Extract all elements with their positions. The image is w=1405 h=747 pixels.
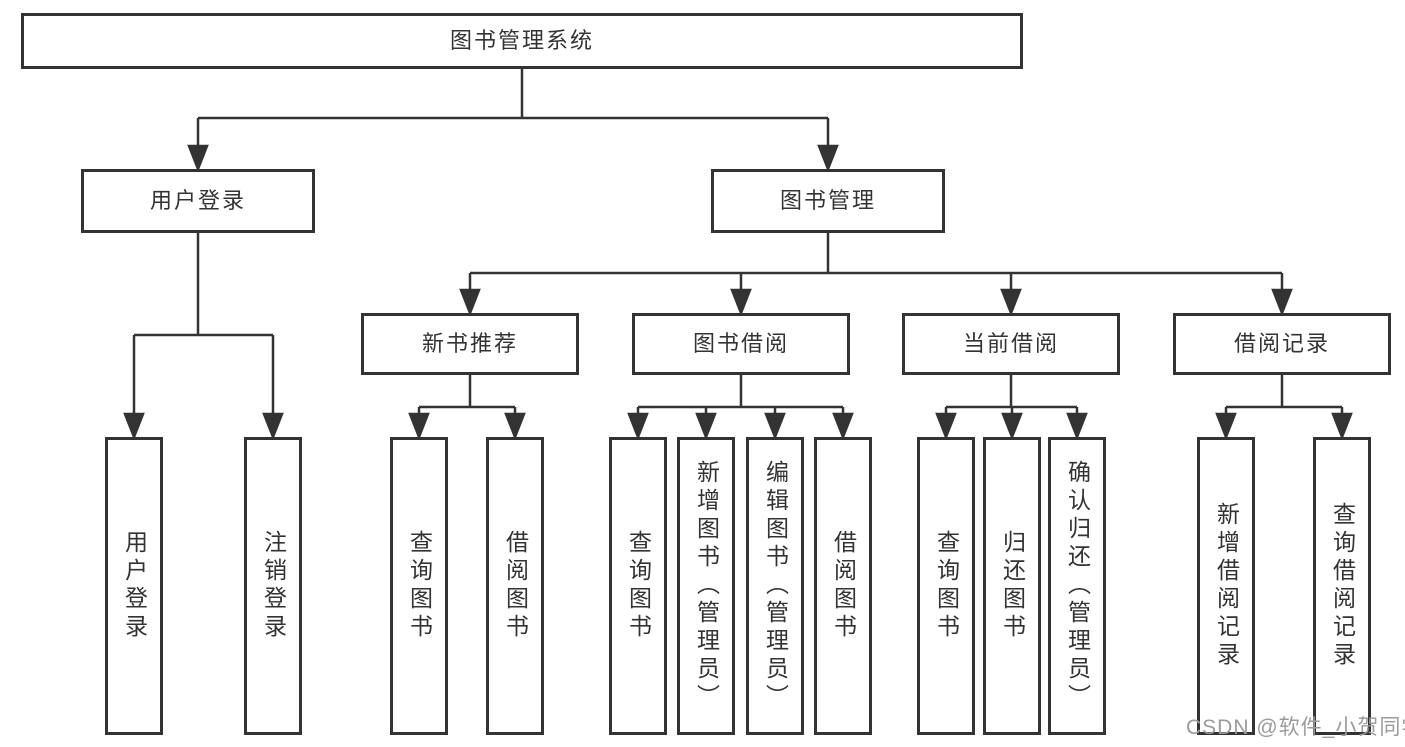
node-root-library-system: 图书管理系统 — [21, 13, 1023, 69]
arrowhead — [764, 412, 786, 441]
node-new-book-recommend: 新书推荐 — [361, 313, 579, 375]
leaf-current-confirm-return-admin: 确认归还（管理员） — [1048, 437, 1106, 735]
arrowhead — [123, 412, 145, 441]
leaf-newbook-borrow-books: 借阅图书 — [486, 437, 544, 735]
leaf-logout: 注销登录 — [244, 437, 302, 735]
leaf-newbook-query-books: 查询图书 — [390, 437, 448, 735]
arrowhead — [408, 412, 430, 441]
arrowhead — [504, 412, 526, 441]
arrowhead — [627, 412, 649, 441]
arrowhead — [459, 288, 481, 317]
leaf-borrow-borrow-books: 借阅图书 — [814, 437, 872, 735]
node-book-borrowing: 图书借阅 — [632, 313, 850, 375]
arrowhead — [695, 412, 717, 441]
leaf-borrow-add-books-admin: 新增图书（管理员） — [677, 437, 735, 735]
node-borrowing-records: 借阅记录 — [1173, 313, 1391, 375]
arrowhead — [1331, 412, 1353, 441]
node-user-login-module: 用户登录 — [81, 169, 315, 233]
leaf-borrow-edit-books-admin: 编辑图书（管理员） — [746, 437, 804, 735]
leaf-record-add-borrow-record: 新增借阅记录 — [1197, 437, 1255, 735]
leaf-borrow-query-books: 查询图书 — [609, 437, 667, 735]
arrowhead — [832, 412, 854, 441]
csdn-watermark: CSDN @软件_小贺同学 — [1186, 716, 1405, 739]
arrowhead — [1271, 288, 1293, 317]
node-current-borrowing: 当前借阅 — [902, 313, 1120, 375]
arrowhead — [935, 412, 957, 441]
arrowhead — [817, 144, 839, 173]
leaf-current-query-books: 查询图书 — [917, 437, 975, 735]
node-book-management-module: 图书管理 — [711, 169, 945, 233]
arrowhead — [1215, 412, 1237, 441]
leaf-current-return-books: 归还图书 — [983, 437, 1041, 735]
leaf-user-login: 用户登录 — [105, 437, 163, 735]
leaf-record-query-borrow-record: 查询借阅记录 — [1313, 437, 1371, 735]
arrowhead — [730, 288, 752, 317]
arrowhead — [1001, 412, 1023, 441]
arrowhead — [1066, 412, 1088, 441]
arrowhead — [1000, 288, 1022, 317]
arrowhead — [187, 144, 209, 173]
arrowhead — [262, 412, 284, 441]
